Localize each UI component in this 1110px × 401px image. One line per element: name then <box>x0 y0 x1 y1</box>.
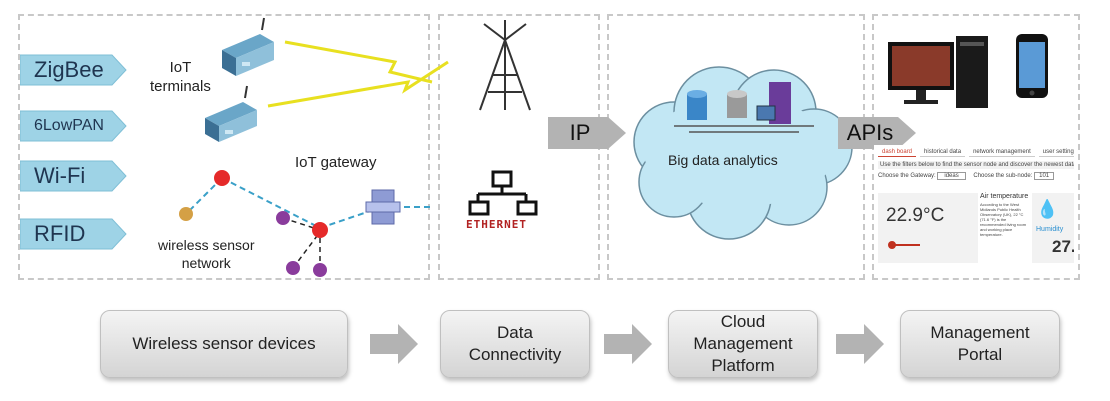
radio-tower-icon <box>479 20 531 111</box>
temperature-card: 22.9°C <box>878 193 978 263</box>
sensor-node-icon <box>214 170 230 186</box>
wireless-sensor-network-label: wireless sensor network <box>158 237 255 271</box>
ip-label: IP <box>569 120 591 145</box>
tab-user-setting[interactable]: user setting <box>1038 148 1074 157</box>
protocol-label: Wi-Fi <box>34 163 86 188</box>
subnode-label: Choose the sub-node: <box>973 173 1033 179</box>
sensor-node-icon <box>313 263 327 277</box>
iot-terminals-label: IoT terminals <box>150 59 211 95</box>
protocol-label: RFID <box>34 221 86 246</box>
tab-network-management[interactable]: network management <box>969 148 1035 157</box>
iot-gateway-label: IoT gateway <box>295 154 377 171</box>
desktop-computer-icon <box>888 36 988 108</box>
apis-arrow: APIs <box>838 115 918 151</box>
protocol-label: 6LowPAN <box>34 117 104 134</box>
air-temperature-text: According to the West Midlands Public He… <box>980 202 1027 237</box>
flow-arrow <box>370 324 418 364</box>
smartphone-icon <box>1016 34 1048 98</box>
sensor-node-icon <box>276 211 290 225</box>
protocol-label: ZigBee <box>34 57 104 82</box>
protocol-arrow-6lowpan: 6LowPAN <box>20 109 128 143</box>
gateway-icon <box>365 189 401 225</box>
air-temperature-card: Air temperature According to the West Mi… <box>980 193 1030 263</box>
ip-arrow: IP <box>548 115 628 151</box>
subnode-select[interactable]: 101 <box>1034 172 1055 180</box>
network-drawing <box>179 17 538 277</box>
humidity-value: 27. <box>1052 237 1074 256</box>
sensor-node-icon <box>179 207 193 221</box>
droplet-icon: 💧 <box>1036 199 1059 219</box>
sensor-node-icon <box>286 261 300 275</box>
ethernet-icon <box>468 170 538 216</box>
database-icon <box>727 90 747 118</box>
big-data-analytics-label: Big data analytics <box>668 152 778 168</box>
gateway-label: Choose the Gateway: <box>878 173 936 179</box>
humidity-label: Humidity <box>1036 226 1064 233</box>
database-icon <box>687 90 707 120</box>
portal-filters: Choose the Gateway: ideas Choose the sub… <box>878 172 1055 180</box>
stage-data-connectivity: Data Connectivity <box>440 310 590 378</box>
humidity-card: 💧 Humidity 27. <box>1032 193 1074 263</box>
protocol-arrow-zigbee: ZigBee <box>20 53 128 87</box>
router-icon <box>205 85 257 142</box>
apis-label: APIs <box>846 120 894 145</box>
wireless-link-bolt <box>284 40 433 84</box>
temperature-value: 22.9°C <box>886 205 945 226</box>
tab-historical-data[interactable]: historical data <box>920 148 966 157</box>
air-temperature-title: Air temperature <box>980 193 1029 200</box>
sensor-devices-panel <box>18 14 430 280</box>
flow-arrow <box>604 324 652 364</box>
ethernet-label: ETHERNET <box>466 218 527 231</box>
protocol-arrow-wifi: Wi-Fi <box>20 159 128 193</box>
stage-wireless-sensor-devices: Wireless sensor devices <box>100 310 348 378</box>
devices-drawing <box>888 34 1048 108</box>
portal-hint: Use the filters below to find the sensor… <box>878 161 1074 169</box>
sensor-node-icon <box>312 222 328 238</box>
wireless-link-bolt <box>267 60 449 108</box>
router-icon <box>222 17 274 76</box>
thermometer-icon <box>888 241 896 249</box>
stage-cloud-management-platform: Cloud Management Platform <box>668 310 818 378</box>
server-icon <box>756 82 791 124</box>
stage-management-portal: Management Portal <box>900 310 1060 378</box>
flow-arrow <box>836 324 884 364</box>
cloud-shape <box>633 66 853 240</box>
protocol-arrow-rfid: RFID <box>20 217 128 251</box>
gateway-select[interactable]: ideas <box>937 172 966 180</box>
tab-dashboard[interactable]: dash board <box>878 148 917 157</box>
